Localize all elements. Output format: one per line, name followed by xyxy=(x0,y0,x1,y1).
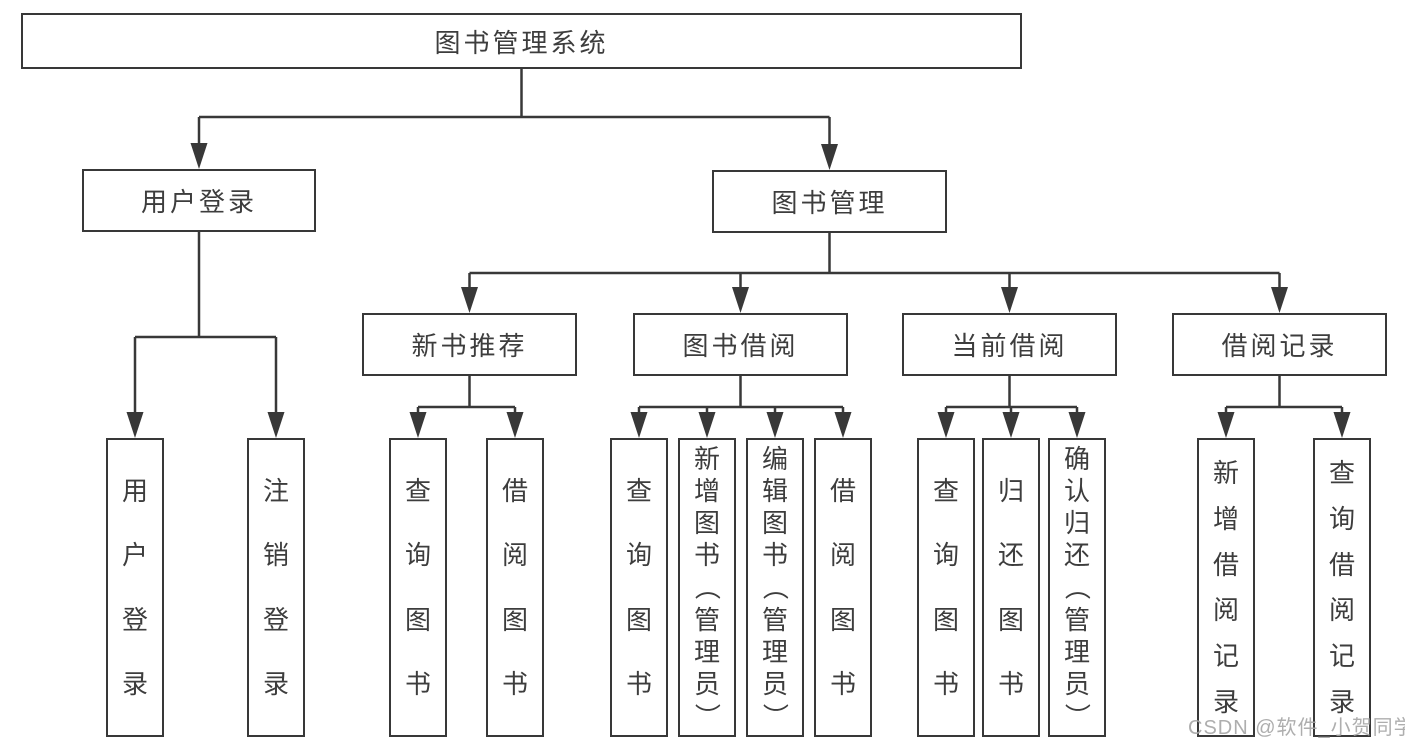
arrowhead-icon xyxy=(834,412,852,438)
leaf-add-books-admin: 新增图书（管理员） xyxy=(678,438,736,737)
node-label: 查询借阅记录 xyxy=(1328,457,1355,718)
leaf-user-login: 用户登录 xyxy=(106,438,164,737)
node-label: 注销登录 xyxy=(262,476,289,699)
node-label: 确认归还（管理员） xyxy=(1061,444,1092,729)
arrowhead-icon xyxy=(1001,287,1018,313)
leaf-query-books-borrow: 查询图书 xyxy=(610,438,668,737)
node-label: 当前借阅 xyxy=(951,331,1068,361)
arrowhead-icon xyxy=(732,287,749,313)
node-book-borrowing: 图书借阅 xyxy=(633,313,848,376)
arrowhead-icon xyxy=(1002,412,1020,438)
csdn-watermark: CSDN @软件_小贺同学 xyxy=(1188,717,1405,739)
leaf-query-books-recommend: 查询图书 xyxy=(389,438,447,737)
arrowhead-icon xyxy=(506,412,524,438)
node-label: 用户登录 xyxy=(121,476,148,699)
node-label: 图书管理系统 xyxy=(434,27,609,58)
arrowhead-icon xyxy=(698,412,716,438)
node-new-book-recommend: 新书推荐 xyxy=(362,313,577,376)
node-label: 新增借阅记录 xyxy=(1212,457,1239,718)
node-user-login-branch: 用户登录 xyxy=(82,169,316,232)
arrowhead-icon xyxy=(461,287,478,313)
arrowhead-icon xyxy=(409,412,427,438)
node-label: 新增图书（管理员） xyxy=(691,444,722,729)
node-label: 编辑图书（管理员） xyxy=(759,444,790,729)
node-library-management-system: 图书管理系统 xyxy=(21,13,1022,69)
arrowhead-icon xyxy=(766,412,784,438)
node-label: 借阅记录 xyxy=(1221,331,1338,361)
node-label: 借阅图书 xyxy=(501,476,528,699)
arrowhead-icon xyxy=(126,412,144,438)
arrowhead-icon xyxy=(190,143,208,169)
leaf-borrow-books-recommend: 借阅图书 xyxy=(486,438,544,737)
arrowhead-icon xyxy=(937,412,955,438)
leaf-borrow-books: 借阅图书 xyxy=(814,438,872,737)
arrowhead-icon xyxy=(630,412,648,438)
node-label: 查询图书 xyxy=(404,476,431,699)
node-label: 图书管理 xyxy=(771,188,888,218)
node-label: 用户登录 xyxy=(140,187,257,217)
leaf-edit-books-admin: 编辑图书（管理员） xyxy=(746,438,804,737)
leaf-query-books-current: 查询图书 xyxy=(917,438,975,737)
node-label: 借阅图书 xyxy=(829,476,856,699)
arrowhead-icon xyxy=(1217,412,1235,438)
arrowhead-icon xyxy=(821,144,838,170)
leaf-return-books: 归还图书 xyxy=(982,438,1040,737)
node-current-borrowing: 当前借阅 xyxy=(902,313,1117,376)
leaf-add-borrow-record: 新增借阅记录 xyxy=(1197,438,1255,737)
node-label: 查询图书 xyxy=(932,476,959,699)
node-label: 归还图书 xyxy=(997,476,1024,699)
arrowhead-icon xyxy=(1333,412,1351,438)
leaf-query-borrow-record: 查询借阅记录 xyxy=(1313,438,1371,737)
arrowhead-icon xyxy=(1271,287,1288,313)
node-book-management-branch: 图书管理 xyxy=(712,170,947,233)
arrowhead-icon xyxy=(1068,412,1086,438)
node-label: 图书借阅 xyxy=(682,331,799,361)
node-label: 查询图书 xyxy=(625,476,652,699)
node-label: 新书推荐 xyxy=(411,331,528,361)
arrowhead-icon xyxy=(267,412,285,438)
leaf-confirm-return-admin: 确认归还（管理员） xyxy=(1048,438,1106,737)
leaf-logout: 注销登录 xyxy=(247,438,305,737)
node-borrowing-records: 借阅记录 xyxy=(1172,313,1387,376)
